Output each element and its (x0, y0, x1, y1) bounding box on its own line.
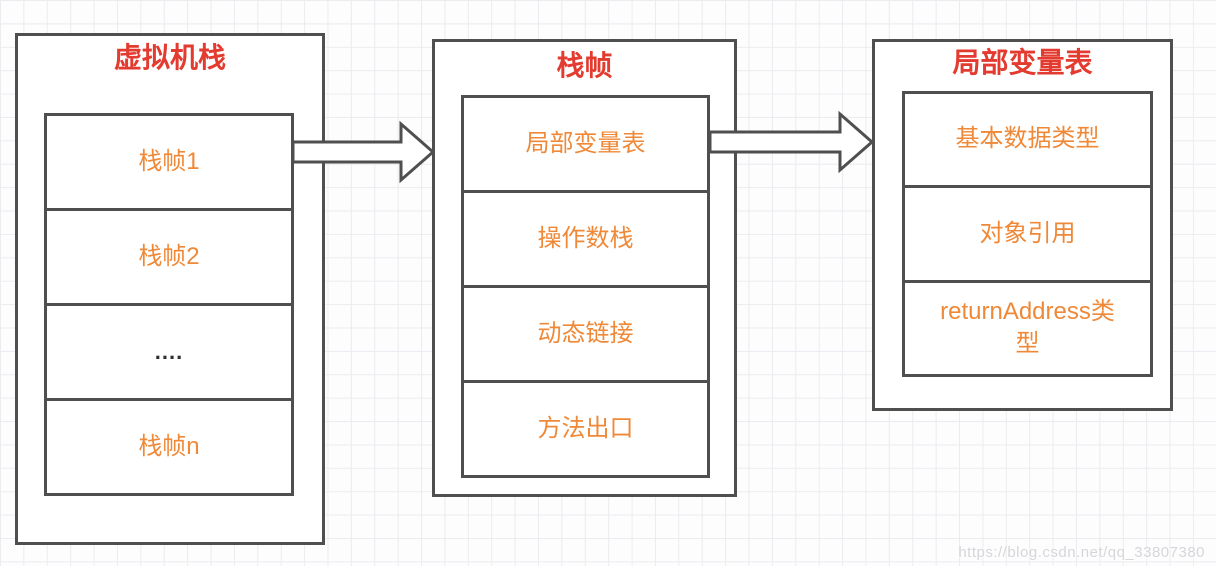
vm-stack-cell-ellipsis: .... (47, 303, 291, 398)
local-var-table-types-list: 基本数据类型 对象引用 returnAddress类型 (902, 91, 1153, 377)
stack-frame-parts-list: 局部变量表 操作数栈 动态链接 方法出口 (461, 95, 710, 478)
stack-frame-cell-method-exit: 方法出口 (464, 380, 707, 475)
vm-stack-title: 虚拟机栈 (113, 42, 226, 73)
watermark-url: https://blog.csdn.net/qq_33807380 (958, 544, 1205, 561)
lvt-cell-primitive-types: 基本数据类型 (955, 125, 1100, 153)
vm-stack-frames-list: 栈帧1 栈帧2 .... 栈帧n (44, 113, 294, 496)
vm-stack-cell-frame2: 栈帧2 (47, 208, 291, 303)
stack-frame-cell-local-vars: 局部变量表 (525, 129, 646, 157)
vm-stack-cell-frameN: 栈帧n (47, 398, 291, 493)
lvt-cell-return-address: returnAddress类型 (905, 279, 1150, 374)
stack-frame-cell-dynamic-link: 动态链接 (464, 285, 707, 380)
stack-frame-cell-operand-stack: 操作数栈 (464, 190, 707, 285)
local-var-table-title: 局部变量表 (952, 47, 1093, 78)
vm-stack-cell-frame1: 栈帧1 (138, 147, 200, 175)
stack-frame-title: 栈帧 (556, 50, 613, 81)
lvt-cell-object-reference: 对象引用 (905, 185, 1150, 279)
